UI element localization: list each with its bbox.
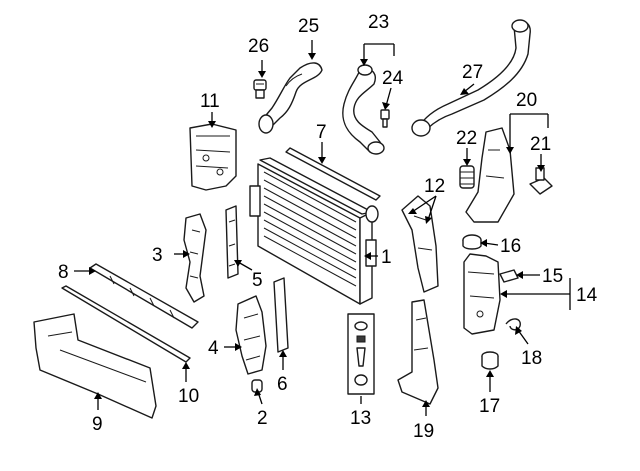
leader-lines — [74, 40, 571, 416]
lower-seal-rod — [61, 285, 191, 363]
coolant-hose-assembly — [342, 64, 390, 155]
callout-21: 21 — [530, 134, 551, 155]
callout-20: 20 — [516, 90, 537, 111]
side-seal-right — [273, 277, 289, 353]
lower-support-bar — [89, 263, 199, 329]
callout-25: 25 — [298, 16, 319, 37]
bleeder-screw — [253, 79, 267, 99]
drain-plug — [481, 351, 499, 370]
callout-16: 16 — [500, 236, 521, 257]
radiator — [249, 157, 379, 305]
callout-13: 13 — [350, 408, 371, 429]
callout-6: 6 — [277, 374, 288, 395]
lower-mount-bracket — [235, 295, 267, 375]
level-sensor — [499, 269, 519, 283]
callout-10: 10 — [178, 386, 199, 407]
callout-7: 7 — [316, 122, 327, 143]
callout-24: 24 — [382, 68, 404, 89]
callout-15: 15 — [542, 266, 563, 287]
callout-9: 9 — [92, 414, 103, 435]
expansion-tank-cap — [462, 234, 482, 250]
callout-27: 27 — [462, 62, 483, 83]
tank-bracket — [465, 127, 515, 223]
upper-radiator-hose — [258, 62, 323, 134]
side-seal-left — [225, 205, 239, 279]
callout-23: 23 — [368, 12, 389, 33]
callout-labels: 1 2 3 4 5 6 7 8 9 10 11 12 13 14 15 16 1… — [58, 12, 598, 442]
hardware-kit — [347, 313, 375, 395]
expansion-tank-hose — [411, 19, 531, 137]
callout-14: 14 — [576, 285, 598, 306]
air-duct-right — [401, 195, 439, 293]
rubber-mount — [459, 165, 475, 189]
air-duct-left — [189, 123, 237, 191]
callout-22: 22 — [456, 128, 477, 149]
callout-2: 2 — [257, 408, 268, 429]
callout-18: 18 — [521, 348, 542, 369]
left-mount-bracket — [183, 213, 207, 303]
callout-26: 26 — [248, 36, 269, 57]
lower-air-guide — [33, 313, 157, 419]
callout-5: 5 — [252, 270, 263, 291]
callout-19: 19 — [413, 421, 434, 442]
callout-1: 1 — [381, 247, 392, 268]
callout-12: 12 — [424, 176, 445, 197]
callout-11: 11 — [200, 91, 220, 112]
upper-seal-strip — [285, 147, 381, 201]
callout-8: 8 — [58, 262, 69, 283]
callout-4: 4 — [208, 338, 219, 359]
callout-3: 3 — [152, 245, 163, 266]
lower-side-guide — [397, 299, 439, 405]
callout-17: 17 — [479, 396, 500, 417]
expansion-tank — [463, 253, 501, 335]
